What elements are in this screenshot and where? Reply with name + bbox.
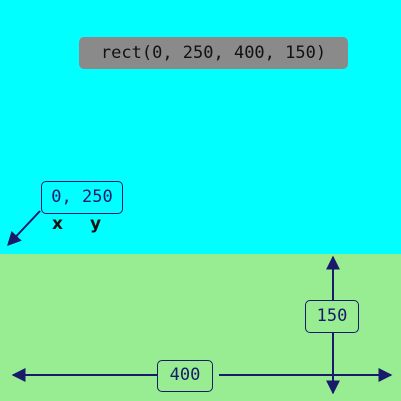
width-label-box: 400 xyxy=(157,360,213,392)
origin-coordinates-box: 0, 250 xyxy=(41,181,123,214)
code-label: rect(0, 250, 400, 150) xyxy=(79,37,348,69)
x-axis-label: x xyxy=(52,214,63,234)
origin-pointer-arrow xyxy=(7,210,41,247)
y-axis-label: y xyxy=(90,214,102,234)
height-label-box: 150 xyxy=(305,300,359,333)
